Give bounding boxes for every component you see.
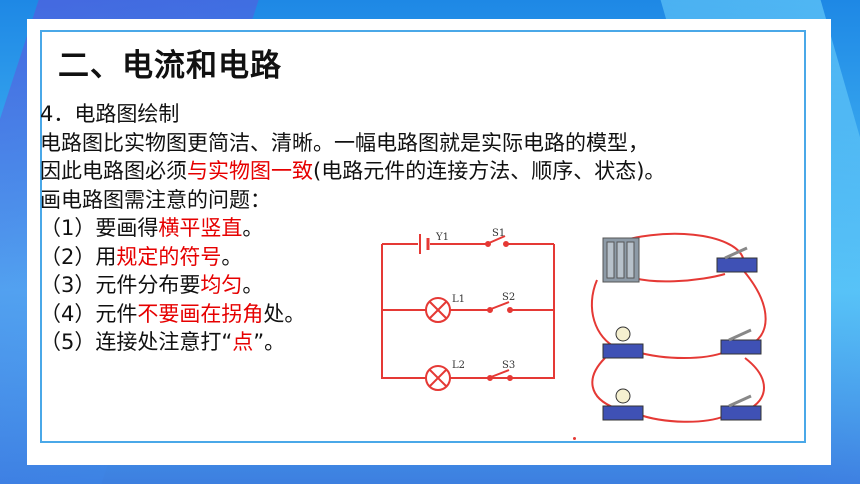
item-suffix: 。 bbox=[242, 216, 264, 240]
item-suffix: 。 bbox=[242, 273, 264, 297]
item-prefix: （5）连接处注意打“ bbox=[40, 330, 233, 354]
item-prefix: （2）用 bbox=[40, 244, 117, 269]
item-highlight: 均匀 bbox=[200, 273, 243, 297]
item-highlight: 横平竖直 bbox=[158, 216, 243, 240]
wire bbox=[744, 357, 765, 411]
item-prefix: （3）元件分布要 bbox=[40, 273, 201, 297]
item-suffix: 。 bbox=[221, 244, 243, 269]
item-suffix: 处。 bbox=[263, 301, 306, 326]
paragraph-3: 画电路图需注意的问题： bbox=[40, 187, 271, 212]
list-item: （1）要画得横平竖直。 bbox=[40, 214, 820, 243]
battery-symbol bbox=[419, 234, 430, 254]
battery-pack bbox=[602, 237, 640, 283]
section-heading: 4．电路图绘制 bbox=[40, 102, 180, 126]
stray-dot bbox=[573, 437, 576, 440]
wire bbox=[590, 279, 618, 349]
lamp-symbol bbox=[425, 365, 451, 391]
switch-symbol bbox=[487, 301, 513, 313]
switch1-label: S1 bbox=[492, 228, 505, 239]
circuit-photo bbox=[590, 232, 767, 423]
circuit-diagram: Y1 S1 L1 S2 L2 S3 bbox=[381, 228, 555, 391]
lamp2-label: L2 bbox=[452, 360, 465, 371]
list-item: （4）元件不要画在拐角处。 bbox=[40, 300, 820, 329]
switch-photo bbox=[720, 328, 762, 355]
battery-label: Y1 bbox=[435, 232, 449, 243]
wire bbox=[636, 351, 726, 359]
wire bbox=[591, 357, 616, 409]
para2-after: (电路元件的连接方法、顺序、状态)。 bbox=[313, 159, 666, 183]
para2-highlight: 与实物图一致 bbox=[187, 159, 313, 183]
lamp-photo bbox=[602, 326, 644, 359]
item-highlight: 点 bbox=[232, 330, 254, 354]
slide-frame bbox=[40, 30, 806, 443]
switch2-label: S2 bbox=[502, 292, 515, 303]
wire bbox=[742, 269, 767, 347]
lamp1-label: L1 bbox=[452, 294, 465, 305]
switch-symbol bbox=[485, 235, 509, 247]
slide-title: 二、电流和电路 bbox=[58, 48, 282, 84]
slide-body: 4．电路图绘制 电路图比实物图更简洁、清晰。一幅电路图就是实际电路的模型， 因此… bbox=[40, 100, 820, 357]
para2-before: 因此电路图必须 bbox=[40, 159, 187, 183]
switch-photo bbox=[720, 394, 762, 421]
lamp-photo bbox=[602, 388, 644, 421]
switch-symbol bbox=[487, 369, 513, 381]
paragraph-2: 因此电路图必须与实物图一致(电路元件的连接方法、顺序、状态)。 bbox=[40, 157, 820, 186]
lamp-symbol bbox=[425, 297, 451, 323]
paragraph-1: 电路图比实物图更简洁、清晰。一幅电路图就是实际电路的模型， bbox=[40, 130, 649, 155]
item-prefix: （1）要画得 bbox=[40, 216, 159, 240]
item-highlight: 不要画在拐角 bbox=[137, 301, 264, 326]
item-prefix: （4）元件 bbox=[40, 301, 138, 326]
list-item: （5）连接处注意打“点”。 bbox=[40, 328, 820, 357]
item-highlight: 规定的符号 bbox=[116, 244, 222, 269]
switch-photo bbox=[716, 246, 758, 273]
wire bbox=[636, 413, 726, 423]
switch3-label: S3 bbox=[502, 360, 515, 371]
list-item: （2）用规定的符号。 bbox=[40, 243, 820, 272]
list-item: （3）元件分布要均匀。 bbox=[40, 271, 820, 300]
item-suffix: ”。 bbox=[253, 330, 286, 354]
